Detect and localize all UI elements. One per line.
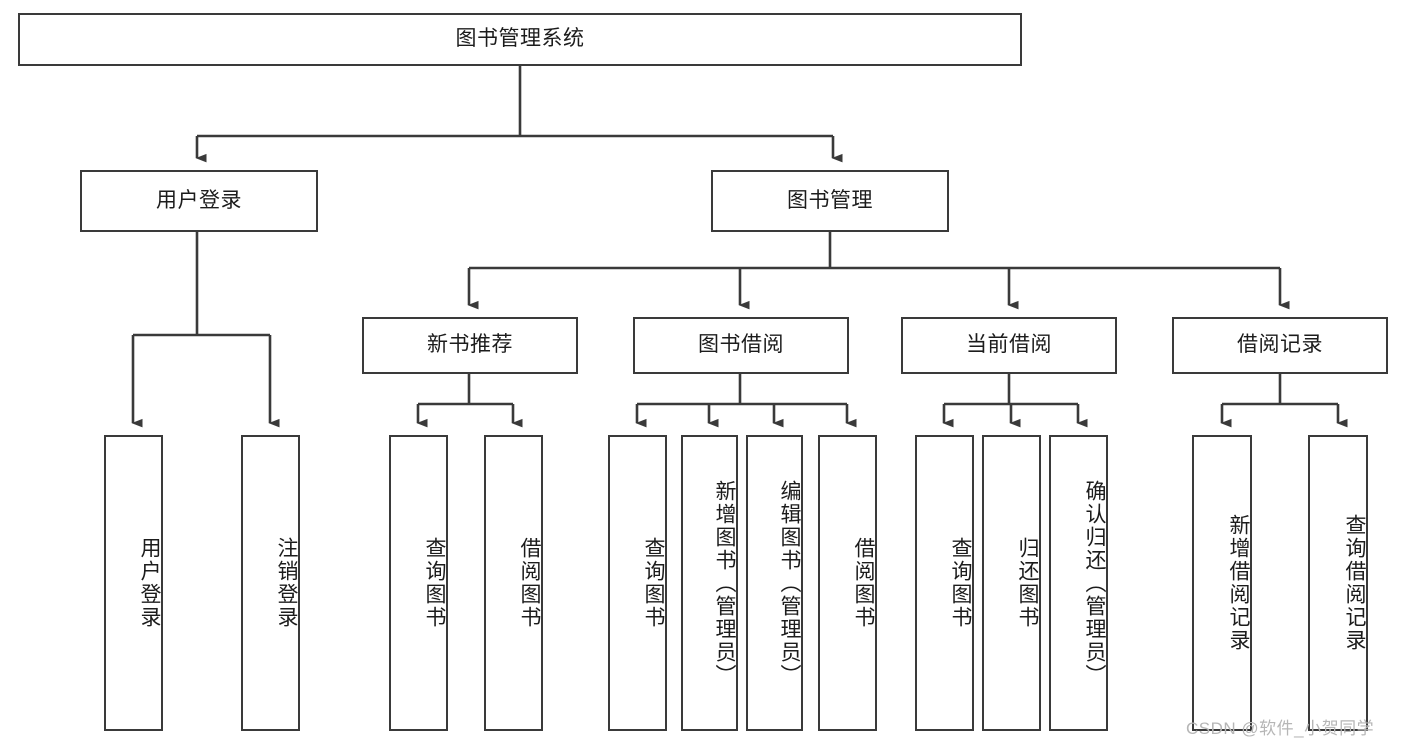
leaf-user-login[interactable]: 用户登录 <box>104 435 163 731</box>
leaf-label: 新增借阅记录 <box>1227 514 1250 652</box>
leaf-label: 查询图书 <box>423 537 446 629</box>
leaf-label: 借阅图书 <box>852 537 875 629</box>
node-current-borrow[interactable]: 当前借阅 <box>901 317 1117 374</box>
leaf-query-borrow-record[interactable]: 查询借阅记录 <box>1308 435 1368 731</box>
node-user-login[interactable]: 用户登录 <box>80 170 318 232</box>
node-borrow-record[interactable]: 借阅记录 <box>1172 317 1388 374</box>
leaf-borrow-book-recommend[interactable]: 借阅图书 <box>484 435 543 731</box>
leaf-label: 归还图书 <box>1016 537 1039 629</box>
leaf-query-book-borrow[interactable]: 查询图书 <box>608 435 667 731</box>
node-book-borrow[interactable]: 图书借阅 <box>633 317 849 374</box>
leaf-return-book[interactable]: 归还图书 <box>982 435 1041 731</box>
leaf-add-book-admin[interactable]: 新增图书（管理员） <box>681 435 738 731</box>
leaf-query-book-recommend[interactable]: 查询图书 <box>389 435 448 731</box>
node-root-system[interactable]: 图书管理系统 <box>18 13 1022 66</box>
leaf-borrow-book-borrow[interactable]: 借阅图书 <box>818 435 877 731</box>
leaf-label: 编辑图书（管理员） <box>778 479 801 687</box>
leaf-label: 借阅图书 <box>518 537 541 629</box>
leaf-label: 查询借阅记录 <box>1343 514 1366 652</box>
leaf-confirm-return-admin[interactable]: 确认归还（管理员） <box>1049 435 1108 731</box>
csdn-watermark: CSDN @软件_小贺同学 <box>1186 719 1375 738</box>
leaf-logout-login[interactable]: 注销登录 <box>241 435 300 731</box>
leaf-label: 注销登录 <box>275 537 298 629</box>
node-book-management[interactable]: 图书管理 <box>711 170 949 232</box>
leaf-add-borrow-record[interactable]: 新增借阅记录 <box>1192 435 1252 731</box>
leaf-label: 查询图书 <box>949 537 972 629</box>
node-new-book-recommend[interactable]: 新书推荐 <box>362 317 578 374</box>
leaf-label: 新增图书（管理员） <box>713 479 736 687</box>
leaf-query-book-current[interactable]: 查询图书 <box>915 435 974 731</box>
leaf-label: 用户登录 <box>138 537 161 629</box>
leaf-edit-book-admin[interactable]: 编辑图书（管理员） <box>746 435 803 731</box>
leaf-label: 查询图书 <box>642 537 665 629</box>
leaf-label: 确认归还（管理员） <box>1083 479 1106 687</box>
